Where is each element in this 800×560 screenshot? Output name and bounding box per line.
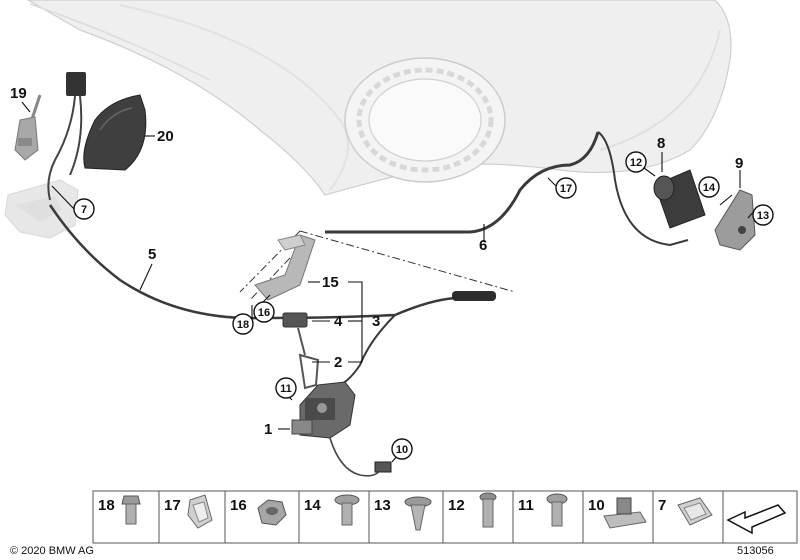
legend-cell-11: 11 [512,490,584,544]
screw-icon [334,494,360,526]
lock-connector [374,461,392,473]
bracket-part-9 [714,189,756,251]
legend-cell-18: 18 [92,490,160,544]
svg-text:17: 17 [560,183,572,195]
cable-to-lock [339,314,396,386]
legend-cell-13: 13 [368,490,444,544]
svg-text:17: 17 [164,497,181,514]
link-part-2 [297,327,320,390]
clamp-icon [603,497,647,529]
screw-icon [546,493,568,527]
circled-callouts: 7 10 11 12 13 14 16 17 [73,151,774,460]
circled-callout-11: 11 [275,377,297,399]
cover-part-20 [83,94,147,171]
cable-sleeve [452,291,496,301]
callout-19: 19 [10,85,27,102]
callout-1: 1 [264,421,272,438]
cable-end-right [597,131,689,247]
circled-callout-13: 13 [752,204,774,226]
svg-text:11: 11 [518,497,534,514]
callout-4: 4 [334,313,343,330]
svg-text:10: 10 [588,497,605,514]
circled-callout-16: 16 [253,301,275,323]
clip-icon [187,494,213,529]
fastener-legend: 18 17 16 14 [92,490,798,544]
hood-lock-part-1 [291,381,356,439]
leader-lines [21,101,756,463]
legend-cell-16: 16 [224,490,300,544]
svg-text:7: 7 [81,204,87,216]
guide-lines [239,230,516,301]
callout-5: 5 [148,246,156,263]
legend-cell-7: 7 [652,490,724,544]
spring-clip-icon [677,497,713,526]
legend-cell-direction [722,490,798,544]
svg-text:16: 16 [230,497,247,514]
legend-cell-17: 17 [158,490,226,544]
legend-cell-10: 10 [582,490,654,544]
circled-callout-7: 7 [73,198,95,220]
bolt-icon [479,492,497,528]
svg-text:7: 7 [658,497,666,514]
bowden-cable-6 [325,131,600,234]
svg-text:13: 13 [374,497,391,514]
emblem-ring [344,57,506,183]
expansion-rivet-icon [404,496,432,531]
svg-text:14: 14 [703,182,716,194]
circled-callout-17: 17 [555,177,577,199]
legend-cell-12: 12 [442,490,514,544]
callout-2: 2 [334,354,342,371]
svg-text:10: 10 [396,444,408,456]
callout-8: 8 [657,135,665,152]
bracket-part-15 [254,234,316,301]
circled-callout-18: 18 [232,313,254,335]
circled-callout-10: 10 [391,438,413,460]
screw-icon [121,495,141,525]
svg-text:16: 16 [258,307,270,319]
circled-callout-12: 12 [625,151,647,173]
svg-text:11: 11 [280,383,292,395]
svg-text:14: 14 [304,497,321,514]
svg-text:18: 18 [98,497,115,514]
lock-wire [329,437,381,477]
part-callouts: 19 20 5 6 8 9 15 4 3 2 1 [10,85,743,438]
diagram-number: 513056 [737,545,774,557]
svg-text:12: 12 [630,157,642,169]
callout-15: 15 [322,274,339,291]
legend-cell-14: 14 [298,490,370,544]
callout-9: 9 [735,155,743,172]
callout-3: 3 [372,313,380,330]
bracket-part-19 [14,94,42,161]
circled-callout-14: 14 [698,176,720,198]
svg-text:13: 13 [757,210,769,222]
copyright: © 2020 BMW AG [10,545,94,557]
sensor-part-8 [653,169,706,229]
direction-arrow-icon [726,504,787,535]
svg-text:12: 12 [448,497,465,514]
actuator-part-4 [282,312,308,328]
nut-icon [257,499,287,526]
callout-6: 6 [479,237,487,254]
svg-text:18: 18 [237,319,249,331]
callout-20: 20 [157,128,174,145]
wiring-connector [47,72,86,201]
bowden-cable-5 [48,204,456,320]
